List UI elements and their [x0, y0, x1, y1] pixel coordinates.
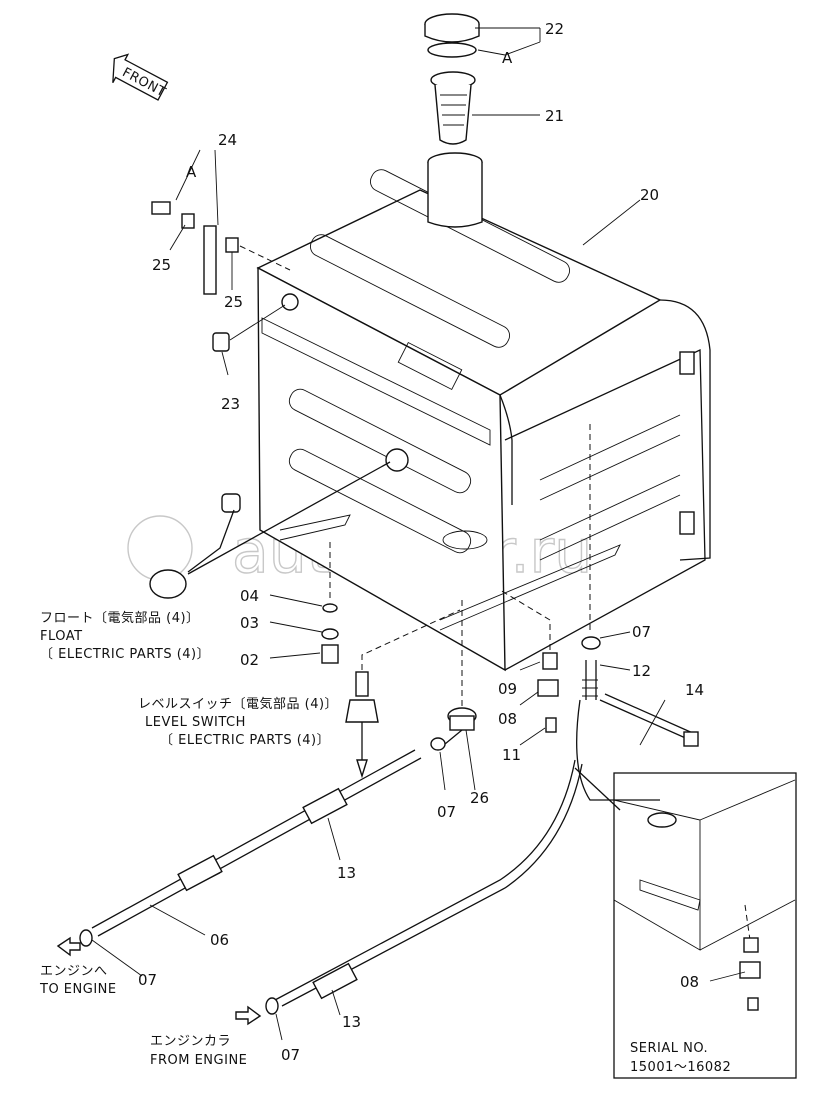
- label-02: 02: [240, 651, 259, 669]
- from-engine-jp: エンジンカラ: [150, 1034, 231, 1049]
- label-a-cap: A: [502, 49, 513, 67]
- part-numbers: 22 A 21 24 A 20 25 25 23 04 03 02 07 12 …: [138, 20, 704, 1064]
- level-switch-note: レベルスイッチ〔電気部品 (4)〕 LEVEL SWITCH 〔 ELECTRI…: [138, 696, 338, 748]
- to-engine-jp: エンジンへ: [40, 964, 108, 979]
- serial-inset: SERIAL NO. 15001～16082: [574, 767, 797, 1079]
- label-14: 14: [685, 681, 704, 699]
- tie-band: [599, 693, 699, 747]
- label-07-clamp: 07: [632, 623, 651, 641]
- label-21: 21: [545, 107, 564, 125]
- float-note: フロート〔電気部品 (4)〕 FLOAT 〔 ELECTRIC PARTS (4…: [40, 610, 210, 662]
- label-07-engine-supply: 07: [281, 1046, 300, 1064]
- label-24: 24: [218, 131, 237, 149]
- label-04: 04: [240, 587, 259, 605]
- to-engine-arrow: [56, 936, 81, 957]
- label-25-left: 25: [152, 256, 171, 274]
- label-03: 03: [240, 614, 259, 632]
- bracket-with-bolts: [151, 149, 291, 295]
- label-25-right: 25: [224, 293, 243, 311]
- label-23: 23: [221, 395, 240, 413]
- fuel-tank: [256, 152, 711, 672]
- float-note-jp: フロート〔電気部品 (4)〕: [40, 610, 200, 626]
- label-11: 11: [502, 746, 521, 764]
- serial-range: 15001～16082: [630, 1060, 731, 1075]
- to-engine-note: エンジンへ TO ENGINE: [39, 964, 117, 997]
- from-engine-note: エンジンカラ FROM ENGINE: [150, 1034, 247, 1068]
- to-engine-en: TO ENGINE: [39, 982, 117, 997]
- switch-note-jp: レベルスイッチ〔電気部品 (4)〕: [138, 696, 338, 712]
- serial-label: SERIAL NO.: [630, 1041, 708, 1056]
- leader-lines: [91, 27, 746, 1041]
- supply-hose: [265, 759, 583, 1015]
- float-note-en: FLOAT: [40, 629, 83, 644]
- label-20: 20: [640, 186, 659, 204]
- label-09: 09: [498, 680, 517, 698]
- from-engine-arrow: [235, 1005, 262, 1026]
- supply-fittings: [499, 589, 559, 733]
- fuel-hose-12: [576, 420, 660, 801]
- label-12: 12: [632, 662, 651, 680]
- cap-nut: [212, 304, 286, 352]
- label-22: 22: [545, 20, 564, 38]
- drain-plug-set: [321, 540, 339, 664]
- label-07-engine-return: 07: [138, 971, 157, 989]
- from-engine-en: FROM ENGINE: [150, 1053, 247, 1068]
- return-fitting: [430, 600, 477, 751]
- float-note-ref: 〔 ELECTRIC PARTS (4)〕: [40, 647, 210, 662]
- label-06: 06: [210, 931, 229, 949]
- label-08: 08: [498, 710, 517, 728]
- label-13-lower: 13: [342, 1013, 361, 1031]
- level-switch: [345, 609, 461, 779]
- front-arrow: FRONT: [112, 53, 169, 101]
- label-13-upper: 13: [337, 864, 356, 882]
- float-assembly: [149, 461, 391, 599]
- label-a-bracket: A: [186, 163, 197, 181]
- label-08-inset: 08: [680, 973, 699, 991]
- return-hose: [79, 749, 422, 947]
- strainer: [430, 71, 476, 145]
- switch-note-ref: 〔 ELECTRIC PARTS (4)〕: [160, 733, 330, 748]
- label-07-nut: 07: [437, 803, 456, 821]
- label-26: 26: [470, 789, 489, 807]
- switch-note-en: LEVEL SWITCH: [145, 715, 246, 730]
- filler-cap: [424, 13, 480, 58]
